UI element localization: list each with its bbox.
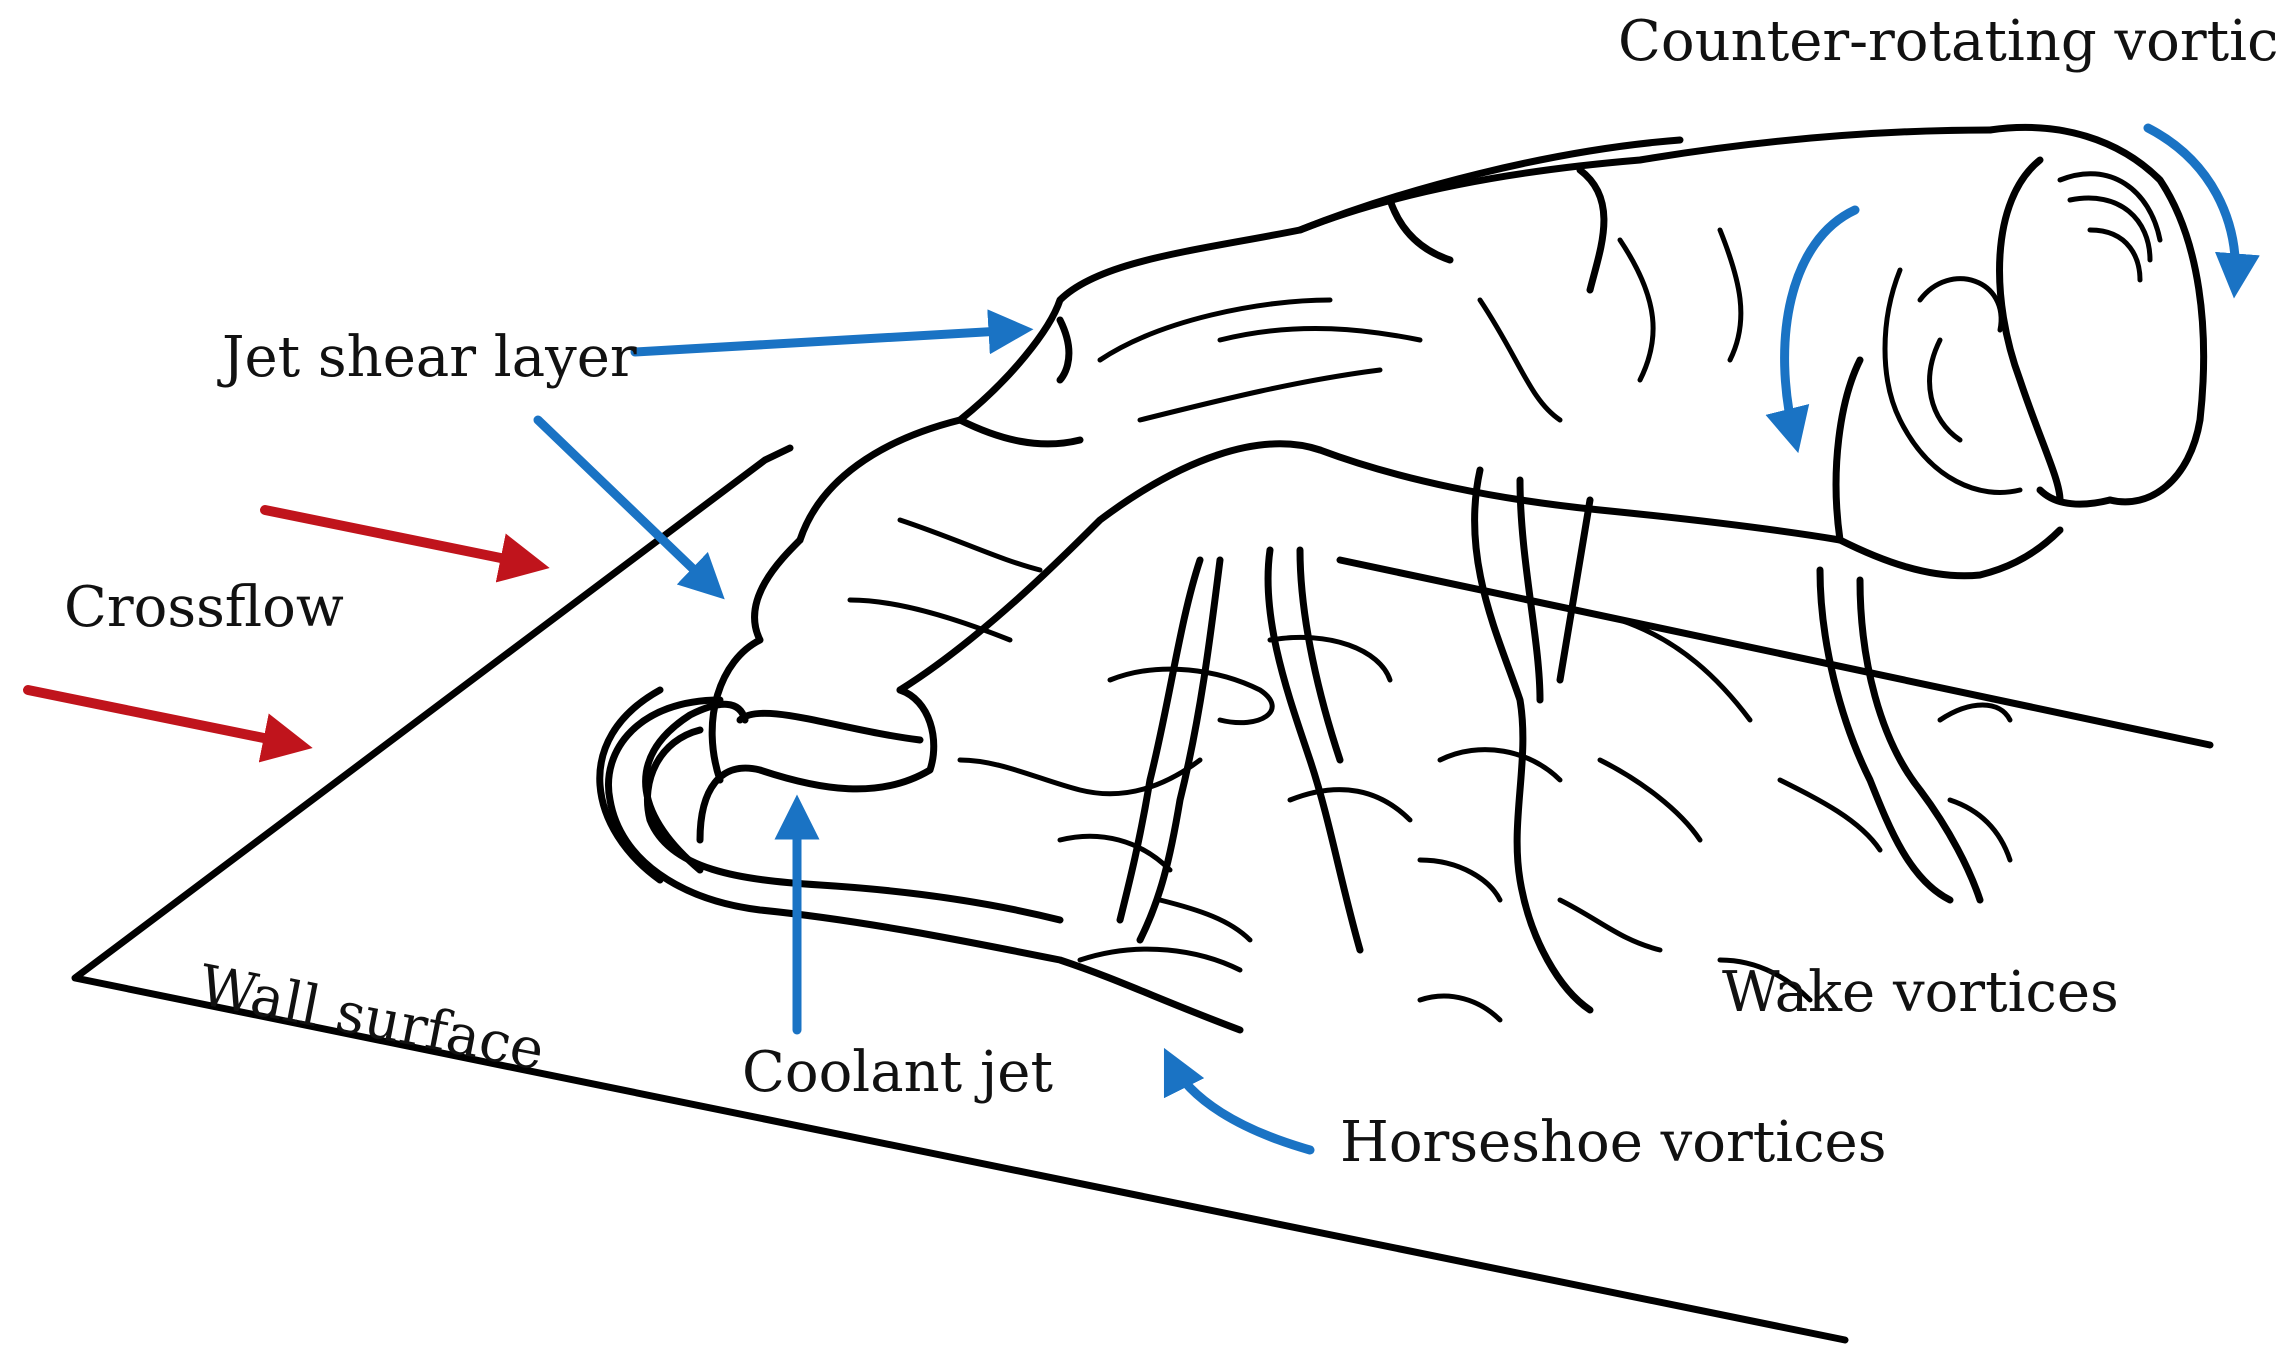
horseshoe-vortex-lines <box>605 696 1244 1034</box>
crossflow-arrow-1 <box>260 505 550 583</box>
annotation-arrows <box>23 123 2260 1155</box>
wake-vortices-label: Wake vortices <box>1722 960 2119 1025</box>
crossflow-arrow-2 <box>23 685 313 763</box>
counter-rotating-arrow-right <box>2143 123 2260 299</box>
crossflow-label: Crossflow <box>64 575 344 640</box>
counter-rotating-vortices-label: Counter-rotating vortices <box>1618 9 2276 74</box>
counter-rotating-arrow-left <box>1765 205 1860 454</box>
wall-surface-outline <box>71 444 2214 1344</box>
wake-vortex-lines <box>1057 466 2013 1023</box>
coolant-jet-label: Coolant jet <box>742 1040 1053 1105</box>
jet-shear-layer-arrow-2 <box>533 415 725 600</box>
jet-shear-layer-arrow-1 <box>630 309 1034 357</box>
jet-shear-layer-label: Jet shear layer <box>222 325 637 390</box>
jet-body <box>596 124 2208 884</box>
horseshoe-vortices-label: Horseshoe vortices <box>1340 1110 1887 1175</box>
horseshoe-vortices-arrow <box>1163 1047 1315 1155</box>
